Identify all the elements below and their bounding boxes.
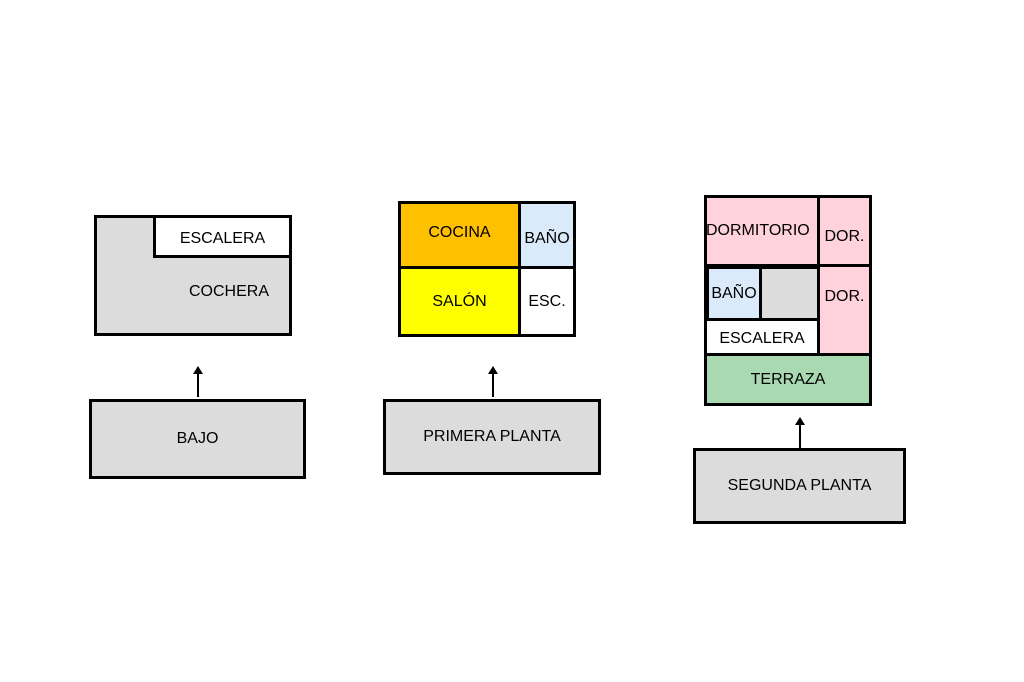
dor-room-2: DOR. bbox=[817, 264, 872, 356]
bano-room: BAÑO bbox=[706, 266, 762, 321]
arrow-up-icon bbox=[795, 417, 805, 448]
terraza-room: TERRAZA bbox=[704, 353, 872, 406]
grey-room bbox=[759, 266, 820, 321]
primera-floor-label: PRIMERA PLANTA bbox=[383, 399, 601, 475]
escalera-room: ESCALERA bbox=[704, 318, 820, 356]
bajo-floor-label: BAJO bbox=[89, 399, 306, 479]
arrow-up-icon bbox=[193, 366, 203, 397]
esc-room: ESC. bbox=[518, 266, 576, 337]
dormitorio-room: DORMITORIO bbox=[704, 195, 820, 267]
arrow-up-icon bbox=[488, 366, 498, 397]
cocina-room: COCINA bbox=[398, 201, 521, 269]
salon-room: SALÓN bbox=[398, 266, 521, 337]
bano-room: BAÑO bbox=[518, 201, 576, 269]
segunda-floor-label: SEGUNDA PLANTA bbox=[693, 448, 906, 524]
escalera-room: ESCALERA bbox=[153, 215, 292, 258]
dor-room-1: DOR. bbox=[817, 195, 872, 267]
cochera-label: COCHERA bbox=[189, 283, 270, 300]
